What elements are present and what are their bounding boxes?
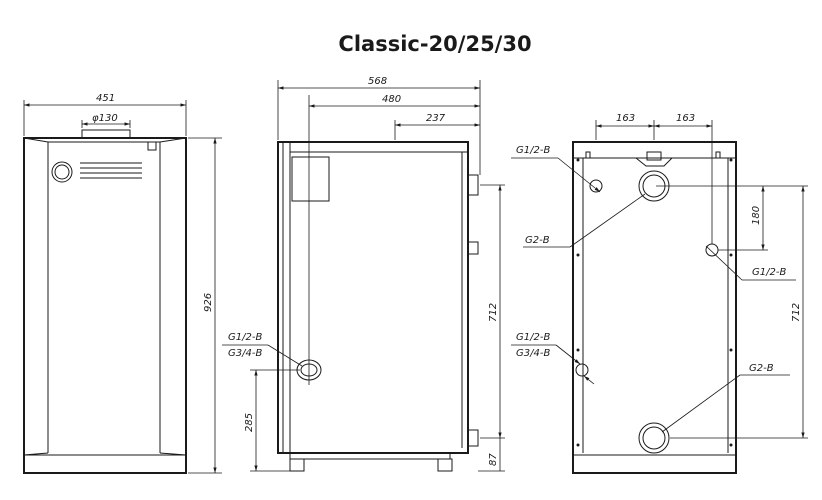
rear-port-g2-bottom	[638, 422, 670, 454]
dim-flue: φ130	[92, 113, 118, 124]
dim-451: 451	[96, 93, 115, 104]
rear-label-g2-bottom: G2-B	[749, 363, 774, 374]
dim-568: 568	[368, 76, 387, 87]
side-view: 568 480 237 G1/2-B G3/4-B 712 285 87	[222, 76, 505, 472]
rear-label-g34-lower: G3/4-B	[516, 348, 550, 359]
front-view: 451 φ130 926	[23, 93, 222, 474]
rear-top-bracket	[635, 157, 673, 167]
rear-base	[572, 454, 737, 474]
viewing-window	[51, 161, 73, 183]
dim-180: 180	[751, 206, 762, 225]
rear-port-g12-top	[589, 179, 603, 193]
rear-label-g2-top: G2-B	[525, 235, 550, 246]
front-door-panel	[47, 141, 161, 453]
side-connection-label-g12: G1/2-B	[228, 332, 262, 343]
side-body-outline	[277, 141, 469, 454]
side-connection-label-g34: G3/4-B	[228, 348, 262, 359]
dim-163-right: 163	[676, 113, 695, 124]
rear-port-g12-lower	[575, 363, 589, 377]
dim-163-left: 163	[616, 113, 635, 124]
rear-view: 163 163 G1/2-B G2-B 180 G1/2-B G1/2-B G3…	[511, 113, 808, 474]
dim-480: 480	[382, 94, 401, 105]
rear-label-g12-right: G1/2-B	[752, 267, 786, 278]
dim-87: 87	[488, 453, 499, 466]
vent-slots	[80, 162, 142, 179]
front-base	[23, 454, 187, 474]
rear-port-g12-right	[705, 243, 719, 257]
flue-collar	[81, 129, 131, 139]
rear-label-g12-top: G1/2-B	[516, 145, 550, 156]
dim-712-side: 712	[488, 303, 499, 322]
dim-926: 926	[203, 293, 214, 312]
side-panel-window	[291, 156, 330, 202]
rear-bolts	[576, 158, 733, 447]
page-title: Classic-20/25/30	[338, 32, 532, 56]
dim-712-rear: 712	[791, 303, 802, 322]
side-port-2	[467, 241, 479, 255]
dim-237: 237	[426, 113, 446, 124]
side-port-1	[467, 174, 479, 196]
side-port-3	[467, 429, 479, 447]
dim-285: 285	[244, 413, 255, 432]
rear-label-g12-lower: G1/2-B	[516, 332, 550, 343]
